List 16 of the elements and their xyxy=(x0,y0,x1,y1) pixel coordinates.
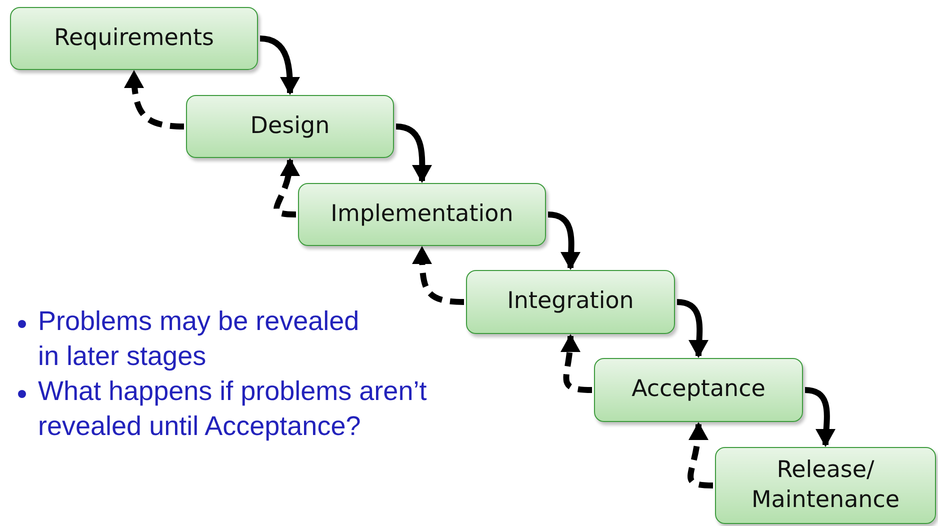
dashed-arrow xyxy=(124,70,184,130)
process-box xyxy=(186,95,394,158)
stage-label: Acceptance xyxy=(632,375,766,404)
process-box xyxy=(715,447,936,524)
stage-label: Release/ Maintenance xyxy=(750,456,901,514)
process-box xyxy=(10,7,258,70)
stage-label: Design xyxy=(250,112,330,141)
bullet-text: What happens if problems aren’t revealed until Acceptance? xyxy=(38,376,427,442)
stage-label: Requirements xyxy=(54,24,214,53)
process-box xyxy=(594,358,803,422)
process-box xyxy=(466,270,675,334)
stage-label: Implementation xyxy=(330,200,514,229)
process-box xyxy=(298,183,546,246)
bullet-text: Problems may be revealed in later stages xyxy=(38,306,360,372)
stage-label: Integration xyxy=(507,287,634,316)
dashed-arrow xyxy=(412,246,464,305)
